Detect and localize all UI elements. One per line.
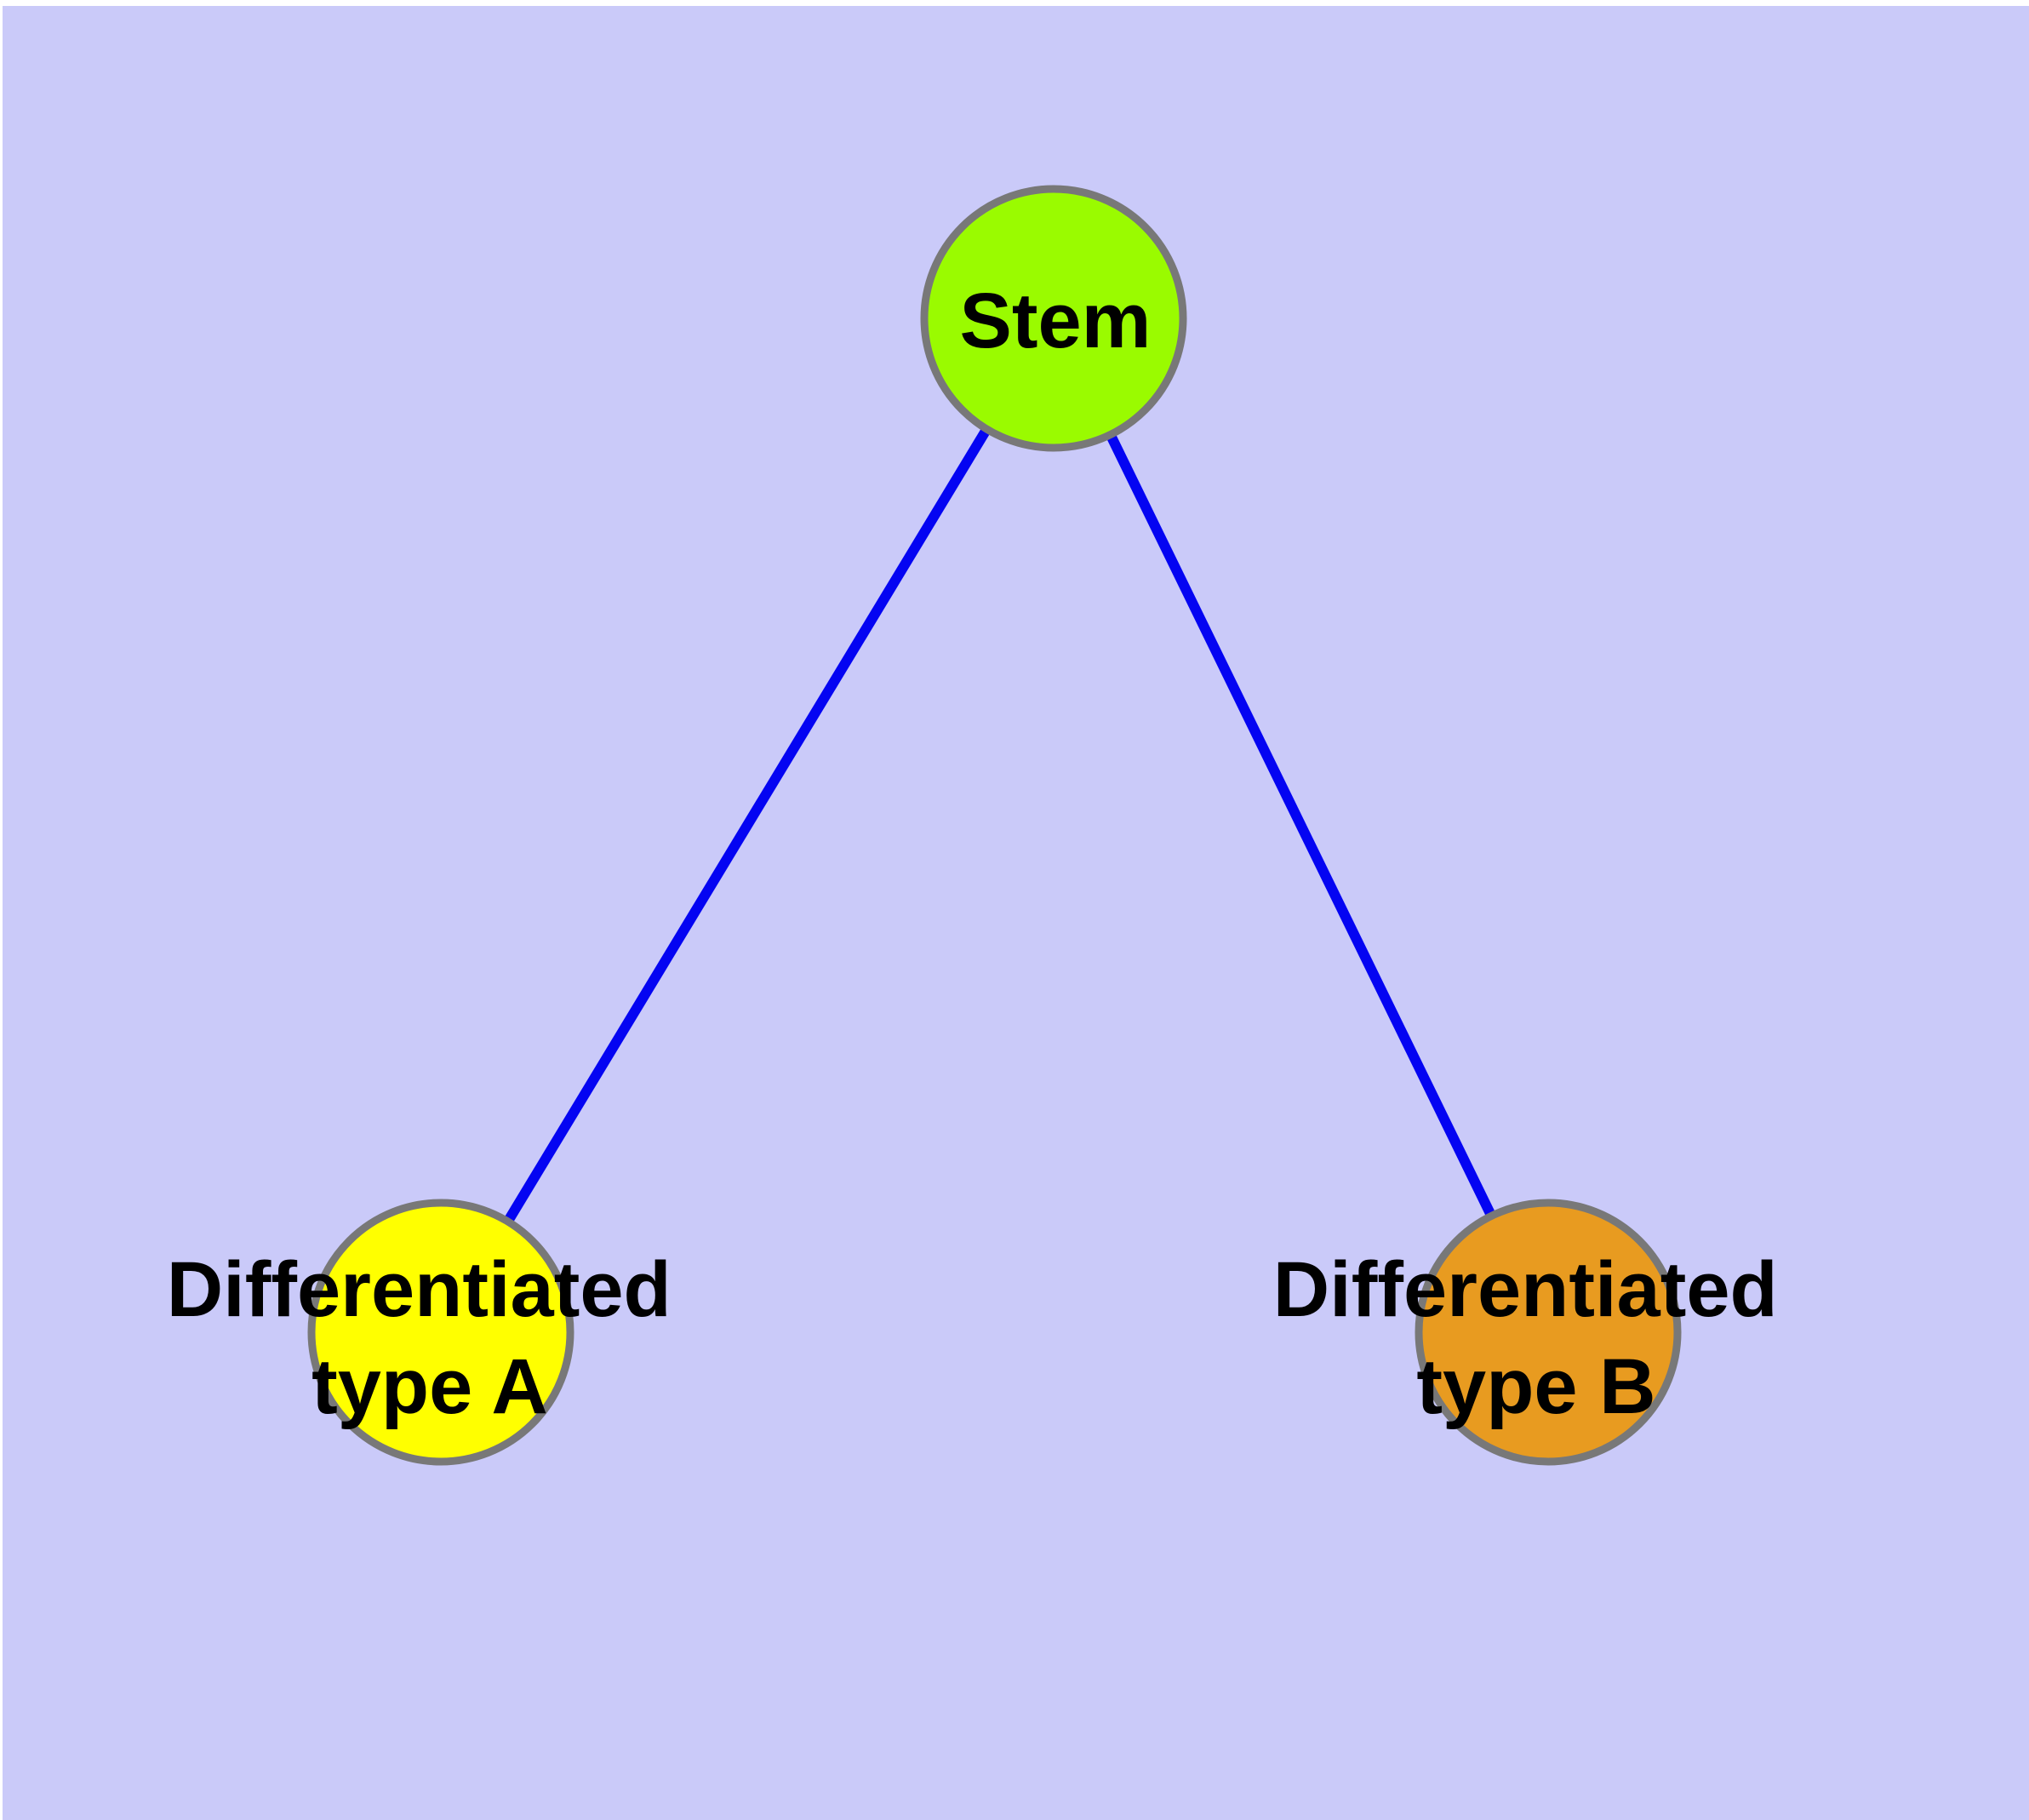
edge-stem-to-type-a — [436, 315, 1059, 1336]
node-label-line: Differentiated — [1273, 1246, 1778, 1333]
node-label-differentiated-type-b: Differentiated type B — [1273, 1246, 1800, 1430]
node-label-differentiated-type-a: Differentiated type A — [167, 1246, 694, 1430]
node-label-stem: Stem — [960, 278, 1152, 364]
edge-stem-to-type-b — [1049, 316, 1553, 1335]
node-stem — [920, 185, 1187, 452]
node-differentiated-type-a — [307, 1199, 574, 1466]
node-label-line: Differentiated — [167, 1246, 672, 1333]
node-differentiated-type-b — [1415, 1199, 1682, 1466]
node-label-line: type B — [1416, 1343, 1655, 1430]
node-label-line: type A — [311, 1343, 548, 1430]
